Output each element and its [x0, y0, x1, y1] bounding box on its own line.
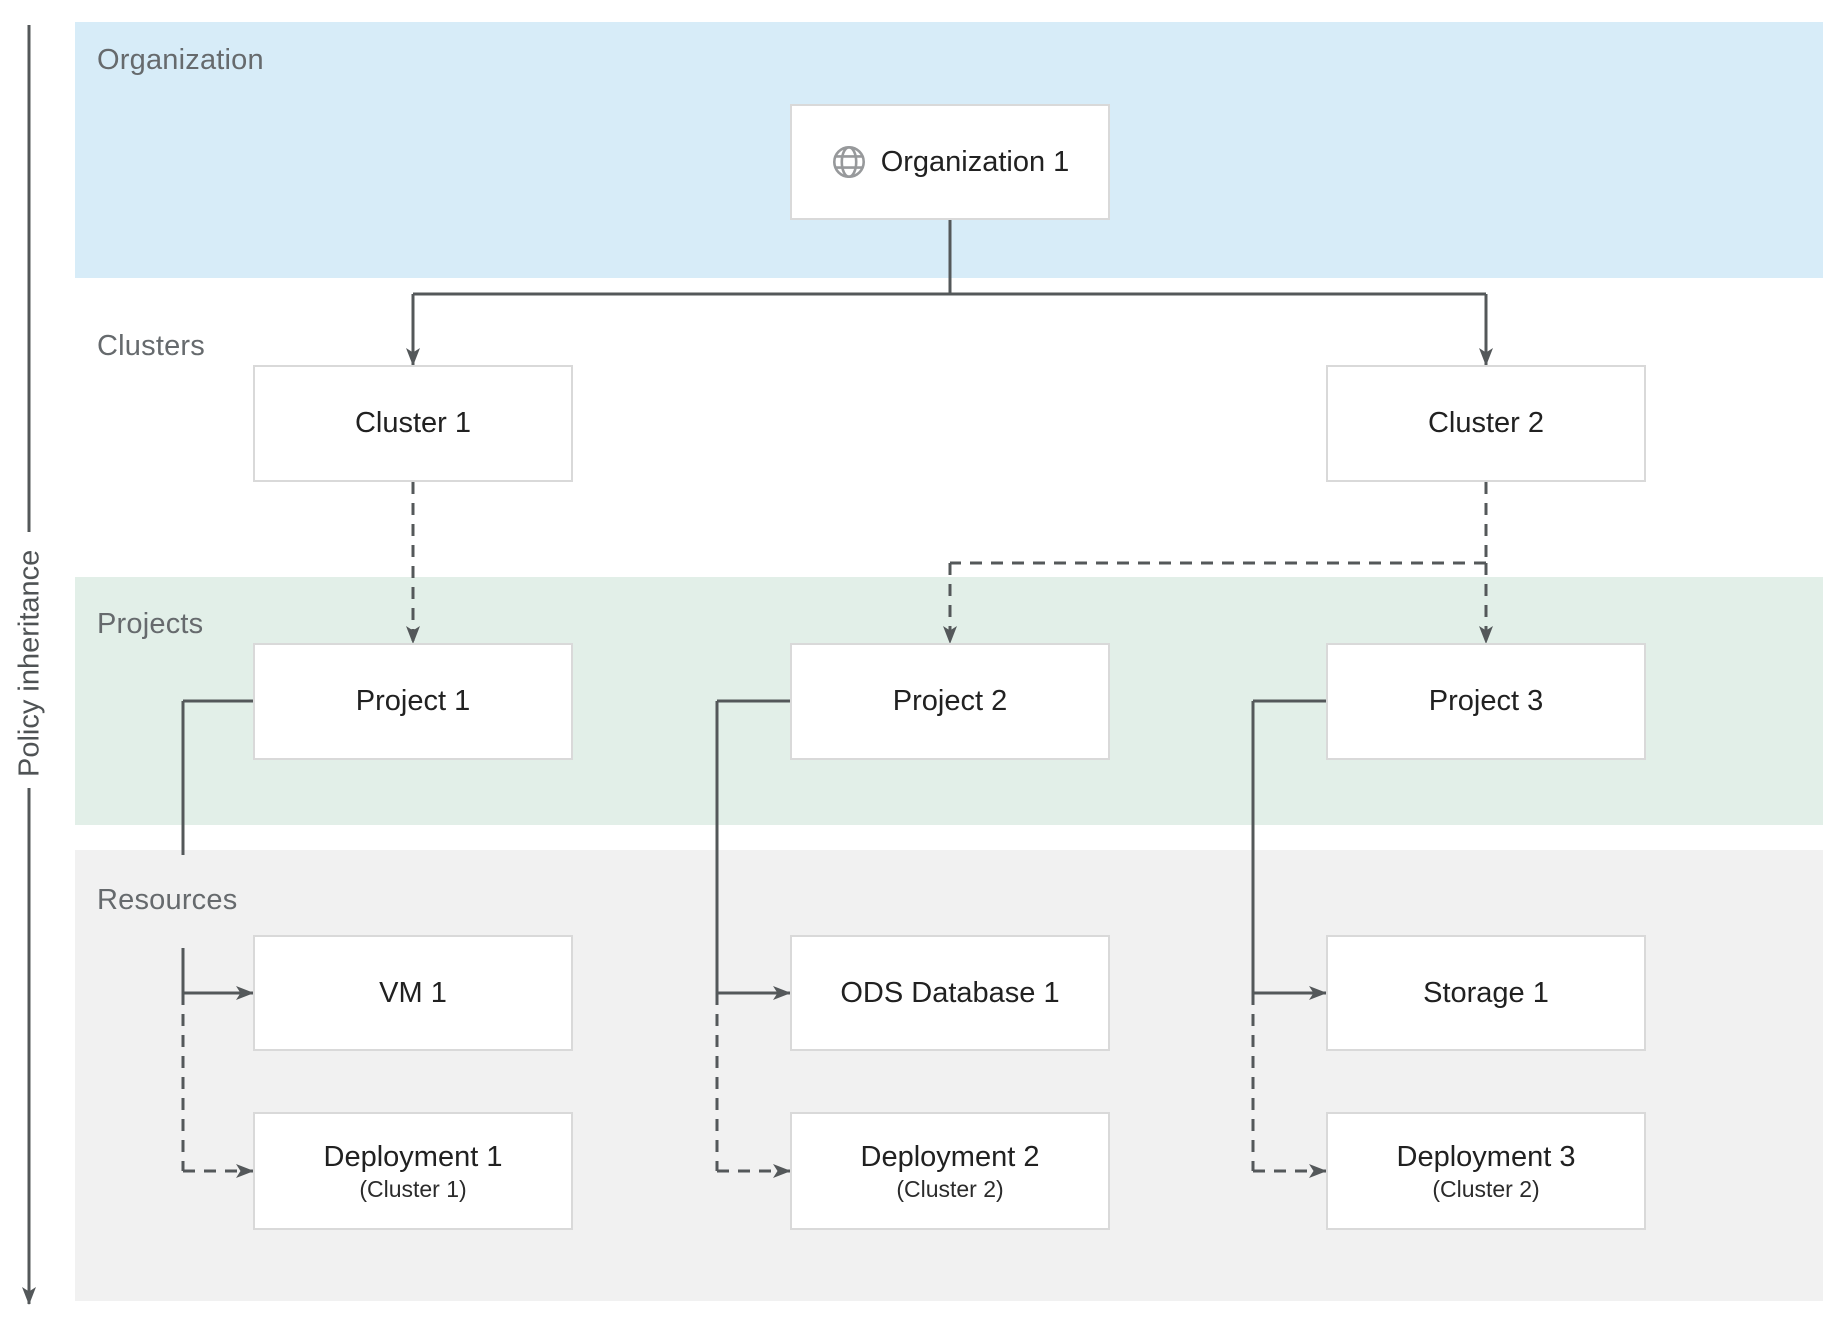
node-label: Project 2 [892, 685, 1008, 717]
node-deployment-2: Deployment 2 (Cluster 2) [790, 1112, 1110, 1230]
node-label: Project 3 [1428, 685, 1544, 717]
node-deployment-3: Deployment 3 (Cluster 2) [1326, 1112, 1646, 1230]
node-label: Deployment 2 [860, 1140, 1040, 1173]
node-label: VM 1 [379, 976, 447, 1009]
node-ods-database-1: ODS Database 1 [790, 935, 1110, 1051]
node-project-1: Project 1 [253, 643, 573, 760]
node-label: Project 1 [355, 685, 471, 717]
node-label: Deployment 1 [323, 1140, 503, 1173]
node-cluster-1: Cluster 1 [253, 365, 573, 482]
node-organization-1: Organization 1 [790, 104, 1110, 220]
policy-inheritance-axis-label: Policy inheritance [13, 549, 46, 777]
node-project-2: Project 2 [790, 643, 1110, 760]
node-vm-1: VM 1 [253, 935, 573, 1051]
resources-band-label: Resources [97, 884, 238, 916]
node-label: Cluster 1 [354, 407, 472, 439]
clusters-band-label: Clusters [97, 330, 205, 362]
node-sublabel: (Cluster 2) [1432, 1175, 1540, 1202]
node-storage-1: Storage 1 [1326, 935, 1646, 1051]
node-label: Cluster 2 [1427, 407, 1545, 439]
node-label: Deployment 3 [1396, 1140, 1576, 1173]
node-project-3: Project 3 [1326, 643, 1646, 760]
globe-icon [831, 144, 867, 180]
node-label: ODS Database 1 [840, 976, 1060, 1009]
projects-band-label: Projects [97, 608, 204, 640]
organization-band-label: Organization [97, 44, 264, 76]
node-cluster-2: Cluster 2 [1326, 365, 1646, 482]
node-deployment-1: Deployment 1 (Cluster 1) [253, 1112, 573, 1230]
node-sublabel: (Cluster 2) [896, 1175, 1004, 1202]
node-label: Organization 1 [880, 145, 1070, 178]
node-sublabel: (Cluster 1) [359, 1175, 467, 1202]
node-label: Storage 1 [1423, 976, 1549, 1009]
